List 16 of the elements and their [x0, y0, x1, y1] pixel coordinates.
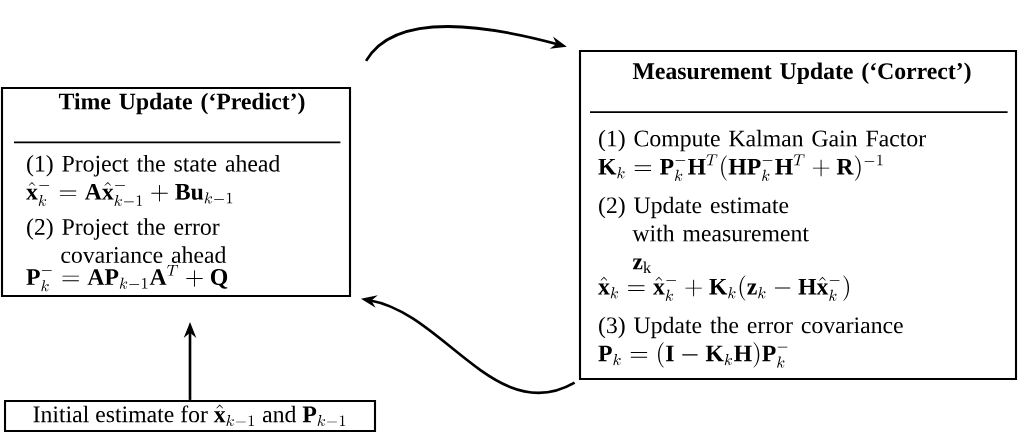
step-text: (2) Update estimate with measurement z$_{k}$: [599, 196, 809, 274]
step-text: (1) Compute Kalman Gain Factor: [599, 129, 926, 152]
process-box: [578, 49, 1018, 381]
input-box: [3, 399, 377, 432]
equation: $\hat{\mathbf{x}}_k = \hat{\mathbf{x}}_k^- + \mathbf{K}_k(\mathbf{z}_k - \mathbf{H}\hat{\mathbf{x}}^-_k)$: [598, 275, 850, 301]
equation: $\mathbf{P}_k^- = \mathbf{A}\mathbf{P}_{k-1}\mathbf{A}^T + \mathbf{Q}$: [26, 264, 228, 292]
step-text: (3) Update the error covariance: [599, 316, 903, 339]
step-text: (2) Project the error covariance ahead: [27, 218, 227, 264]
box-heading: Measurement Update (‘Correct’): [632, 62, 971, 84]
equation: $\mathbf{P}_k = (\mathbf{I} - \mathbf{K}_k\mathbf{H})\mathbf{P}_k^-$: [598, 342, 788, 368]
equation: $\hat{\mathbf{x}}_k^- = \mathbf{A}\hat{\mathbf{x}}_{k-1}^- + \mathbf{B}\mathbf{u}_{k-1}$: [26, 182, 233, 207]
step-text: (1) Project the state ahead: [27, 155, 280, 177]
box-heading: Time Update (‘Predict’): [58, 92, 305, 115]
equation: $\text{Initial estimate for }\hat{\mathbf{x}}_{k-1}\text{ and }\mathbf{P}_{k-1}$: [33, 404, 346, 427]
equation: $\mathbf{K}_k = \mathbf{P}_k^-\mathbf{H}^T(\mathbf{H}\mathbf{P}_k^-\mathbf{H}^T + \mathbf{R})^{-1}$: [598, 154, 883, 181]
process-box: [0, 86, 352, 298]
